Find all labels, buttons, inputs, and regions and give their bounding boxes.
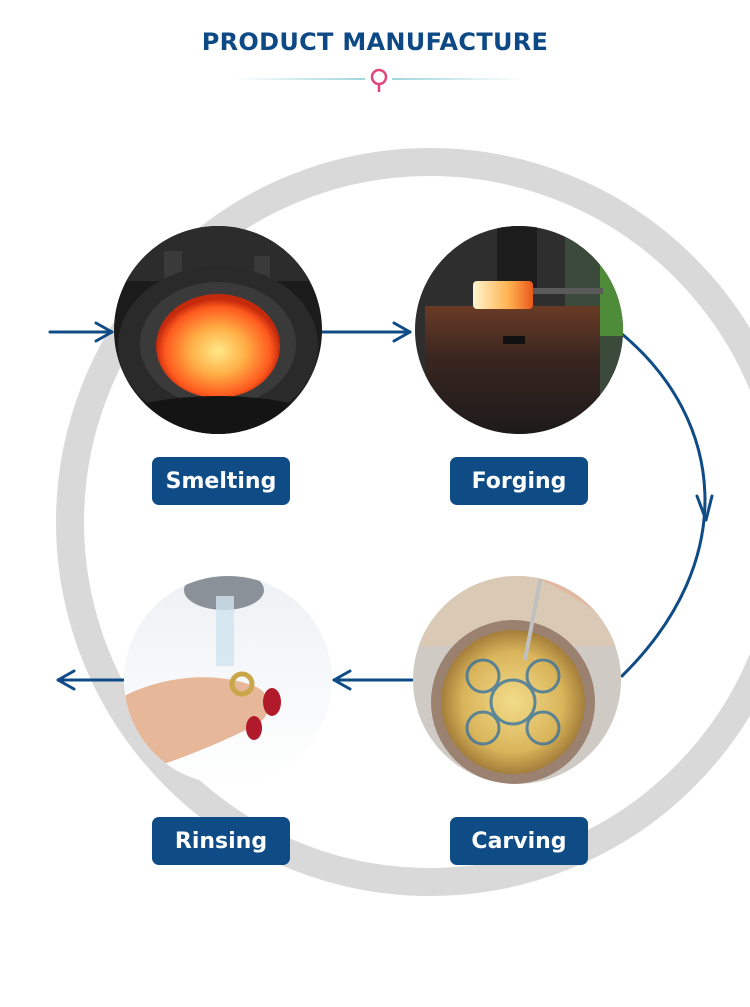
step-label-rinsing: Rinsing — [152, 817, 290, 865]
page-title: PRODUCT MANUFACTURE — [201, 28, 549, 56]
rinsing-image — [124, 576, 332, 784]
carving-image — [413, 576, 621, 784]
step-label-carving: Carving — [450, 817, 588, 865]
step-label-smelting: Smelting — [152, 457, 290, 505]
title-divider — [235, 68, 522, 92]
smelting-image — [114, 226, 322, 434]
forging-image — [415, 226, 623, 434]
step-label-forging: Forging — [450, 457, 588, 505]
location-pin-icon — [370, 68, 388, 92]
